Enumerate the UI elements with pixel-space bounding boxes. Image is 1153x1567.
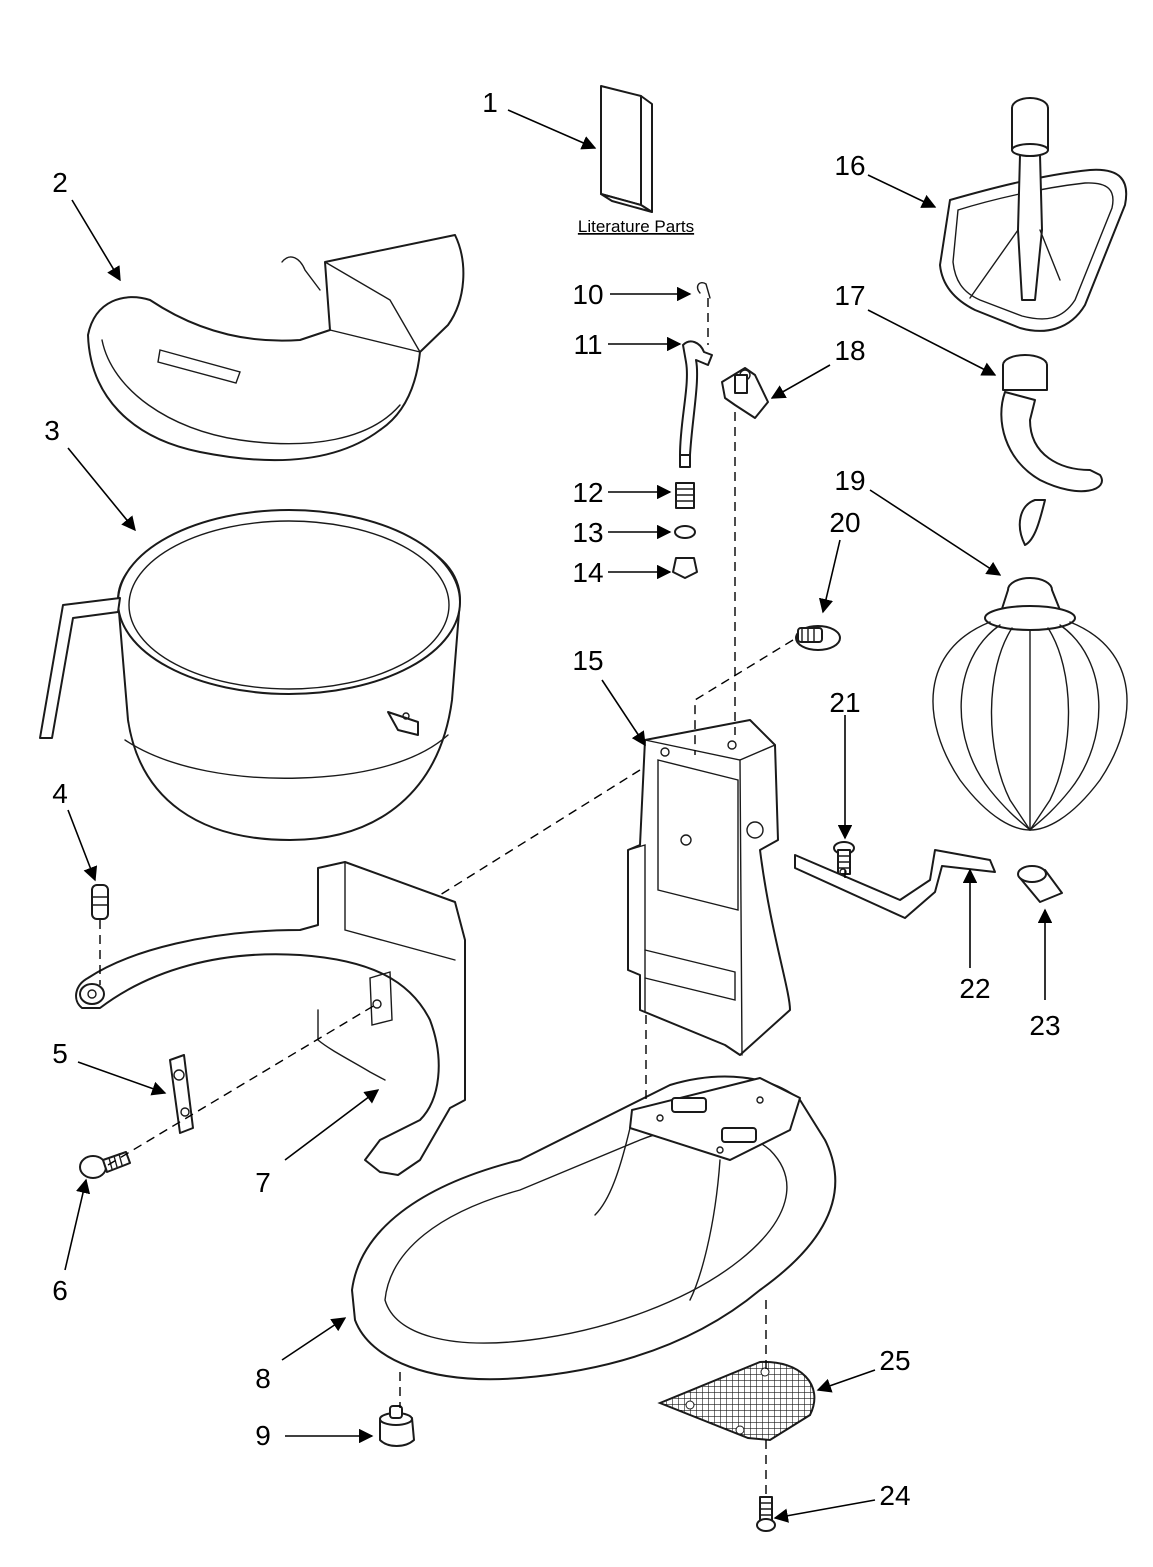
callout-18: 18 [834, 335, 865, 366]
mixer-base [351, 1075, 837, 1381]
callout-11: 11 [573, 329, 602, 360]
callout-1: 1 [482, 87, 498, 118]
bowl-lift-crank [794, 849, 996, 919]
callout-leaders [64, 109, 1053, 1523]
callout-6: 6 [52, 1275, 68, 1306]
callout-numbers: 1 2 3 4 5 6 7 8 9 10 11 12 13 14 15 16 1… [44, 87, 1060, 1511]
callout-10: 10 [572, 279, 603, 310]
callout-2: 2 [52, 167, 68, 198]
crank-handle-cap [1017, 865, 1063, 903]
literature-parts-label: Literature Parts [578, 217, 694, 236]
callout-4: 4 [52, 778, 68, 809]
callout-20: 20 [829, 507, 860, 538]
callout-17: 17 [834, 280, 865, 311]
flat-beater [939, 97, 1128, 332]
bowl-clamp-bracket [169, 1054, 194, 1134]
bowl-pin [91, 884, 109, 920]
callout-8: 8 [255, 1363, 271, 1394]
callout-13: 13 [572, 517, 603, 548]
literature-booklet [600, 85, 653, 213]
pouring-shield [87, 234, 465, 462]
wire-whip [932, 577, 1128, 831]
base-pad-screw [756, 1496, 776, 1532]
callout-12: 12 [572, 477, 603, 508]
dough-hook [1000, 354, 1103, 546]
callout-14: 14 [572, 557, 603, 588]
callout-25: 25 [879, 1345, 910, 1376]
lift-lever-assembly [672, 282, 769, 579]
callout-24: 24 [879, 1480, 910, 1511]
callout-19: 19 [834, 465, 865, 496]
callout-23: 23 [1029, 1010, 1060, 1041]
mixing-bowl [39, 509, 461, 841]
column-knob [795, 625, 841, 651]
bowl-support [75, 861, 466, 1176]
callout-15: 15 [572, 645, 603, 676]
clamp-screw [79, 1151, 131, 1179]
base-mesh-pad [657, 1360, 816, 1442]
callout-3: 3 [44, 415, 60, 446]
lever-screw [833, 841, 855, 875]
column-housing [627, 719, 791, 1056]
callout-7: 7 [255, 1167, 271, 1198]
rubber-foot [379, 1405, 415, 1447]
callout-5: 5 [52, 1038, 68, 1069]
callout-21: 21 [829, 687, 860, 718]
assembly-guide-lines [99, 298, 846, 1495]
callout-9: 9 [255, 1420, 271, 1451]
retaining-ring [696, 282, 711, 299]
callout-16: 16 [834, 150, 865, 181]
callout-22: 22 [959, 973, 990, 1004]
